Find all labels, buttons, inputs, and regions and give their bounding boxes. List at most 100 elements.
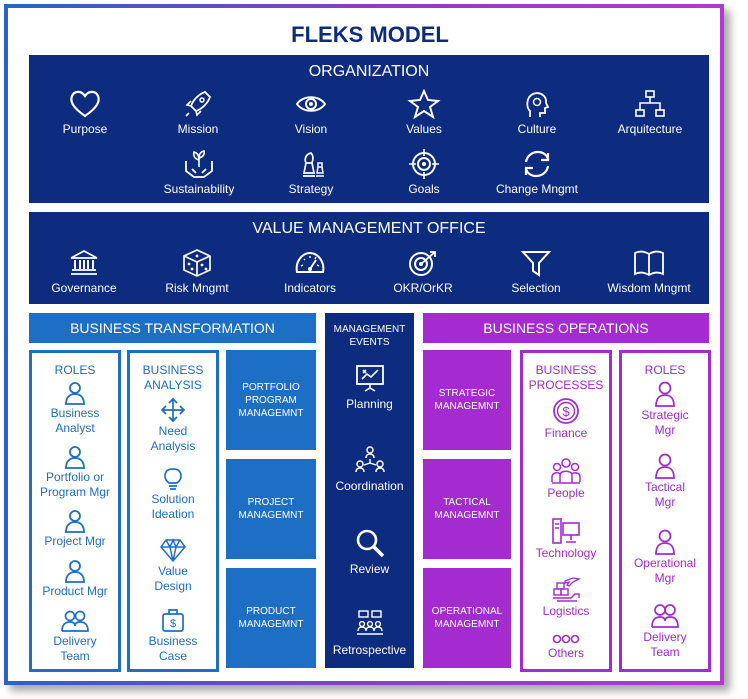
org-goals: Goals [369, 149, 479, 196]
gauge-icon [295, 251, 325, 273]
org-strategy: Strategy [256, 149, 366, 196]
vmo-okr: OKR/OrKR [368, 248, 478, 295]
person-icon [655, 453, 675, 479]
building-columns-icon [70, 250, 98, 275]
vmo-risk-mngmt: Risk Mngmt [142, 248, 252, 295]
event-retrospective: Retrospective [325, 609, 414, 657]
target-arrow-icon [409, 251, 436, 276]
business-operations-header: BUSINESS OPERATIONS [423, 313, 709, 343]
vmo-indicators: Indicators [255, 248, 365, 295]
dice-icon [183, 249, 211, 277]
organization-title: ORGANIZATION [308, 63, 430, 80]
model-title: FLEKS MODEL [291, 22, 449, 47]
lightbulb-icon [164, 468, 182, 490]
network-people-icon [354, 446, 385, 473]
org-mission: Mission [143, 89, 253, 136]
team-icon [651, 604, 679, 628]
presentation-chart-icon [355, 365, 384, 392]
head-gear-icon [526, 92, 550, 117]
heart-icon [70, 90, 100, 118]
briefcase-dollar-icon: $ [162, 609, 184, 632]
vmo-band: VALUE MANAGEMENT OFFICE Governance Risk … [29, 212, 709, 304]
bt-roles-title: ROLES [54, 363, 96, 377]
meeting-chat-icon [356, 610, 383, 635]
person-icon [65, 560, 85, 583]
process-logistics: Logistics [523, 575, 609, 619]
coin-dollar-icon: $ [553, 398, 579, 424]
org-culture: Culture [482, 89, 592, 136]
event-coordination: Coordination [325, 445, 414, 493]
hands-plant-icon [185, 150, 213, 178]
process-people: People [523, 457, 609, 501]
person-icon [65, 382, 85, 405]
org-sustainability: Sustainability [144, 149, 254, 196]
event-planning: Planning [325, 363, 414, 411]
refresh-icon [524, 150, 550, 178]
process-finance: $ Finance [523, 397, 609, 441]
eye-icon [295, 96, 327, 112]
vmo-wisdom-mngmt: Wisdom Mngmt [594, 248, 704, 295]
magnifier-icon [356, 529, 384, 558]
org-values: Values [369, 89, 479, 136]
vmo-selection: Selection [481, 248, 591, 295]
star-icon [407, 89, 441, 119]
process-others: Others [523, 633, 609, 661]
person-icon [65, 510, 85, 533]
dots-icon [552, 634, 580, 644]
bo-roles-title: ROLES [644, 363, 686, 377]
diamond-icon [160, 538, 186, 563]
vmo-title: VALUE MANAGEMENT OFFICE [252, 220, 486, 237]
shipping-icon [553, 577, 581, 602]
funnel-icon [520, 251, 552, 277]
target-icon [409, 149, 439, 179]
organization-band: ORGANIZATION Purpose Mission Vision Valu… [29, 55, 709, 203]
org-change-mngmt: Change Mngmt [482, 149, 592, 196]
org-arquitecture: Arquitecture [595, 89, 705, 136]
business-transformation-header: BUSINESS TRANSFORMATION [29, 313, 316, 343]
process-technology: Technology [523, 517, 609, 561]
group-icon [551, 458, 581, 484]
bt-role-project-mgr: Project Mgr [32, 509, 118, 549]
org-purpose: Purpose [30, 89, 140, 136]
move-arrows-icon [160, 397, 186, 423]
person-icon [655, 381, 675, 407]
svg-text:$: $ [562, 404, 570, 419]
rocket-icon [185, 90, 212, 117]
org-vision: Vision [256, 89, 366, 136]
svg-text:$: $ [170, 618, 176, 630]
open-book-icon [634, 250, 664, 277]
person-icon [65, 446, 85, 469]
team-icon [61, 610, 89, 632]
computer-icon [552, 518, 580, 544]
vmo-governance: Governance [29, 248, 139, 295]
person-icon [655, 529, 675, 555]
event-review: Review [325, 528, 414, 576]
bt-role-product-mgr: Product Mgr [32, 559, 118, 599]
chess-icon [302, 152, 324, 177]
